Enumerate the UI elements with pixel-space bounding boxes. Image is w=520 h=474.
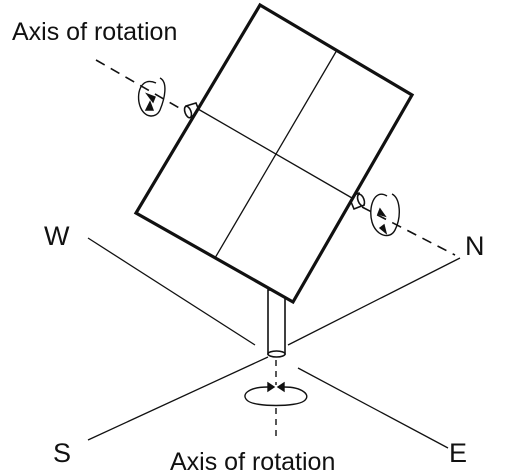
west-east-line-lower (297, 367, 449, 449)
west-east-line-upper (87, 237, 256, 346)
top-axis-label: Axis of rotation (12, 18, 177, 46)
north-label: N (465, 231, 485, 261)
rotation-arrow-left-icon (137, 77, 166, 117)
top-rotation-axis (95, 59, 456, 256)
east-label: E (449, 438, 467, 468)
west-label: W (44, 221, 70, 251)
compass-lines (87, 237, 461, 449)
solar-panel (133, 2, 415, 305)
bottom-axis-label: Axis of rotation (170, 448, 335, 474)
right-pivot-pin (347, 191, 366, 211)
top-axis-dash-right (361, 206, 456, 256)
rotation-arrow-bottom-icon (244, 381, 308, 407)
mounting-pole (267, 289, 286, 358)
top-axis-dash-left (95, 59, 189, 114)
rotation-arrow-right-icon (370, 193, 400, 237)
south-north-line-upper (287, 257, 461, 346)
panel-divider-horizontal (197, 108, 353, 199)
south-north-line-lower (87, 356, 269, 441)
south-label: S (53, 438, 71, 468)
